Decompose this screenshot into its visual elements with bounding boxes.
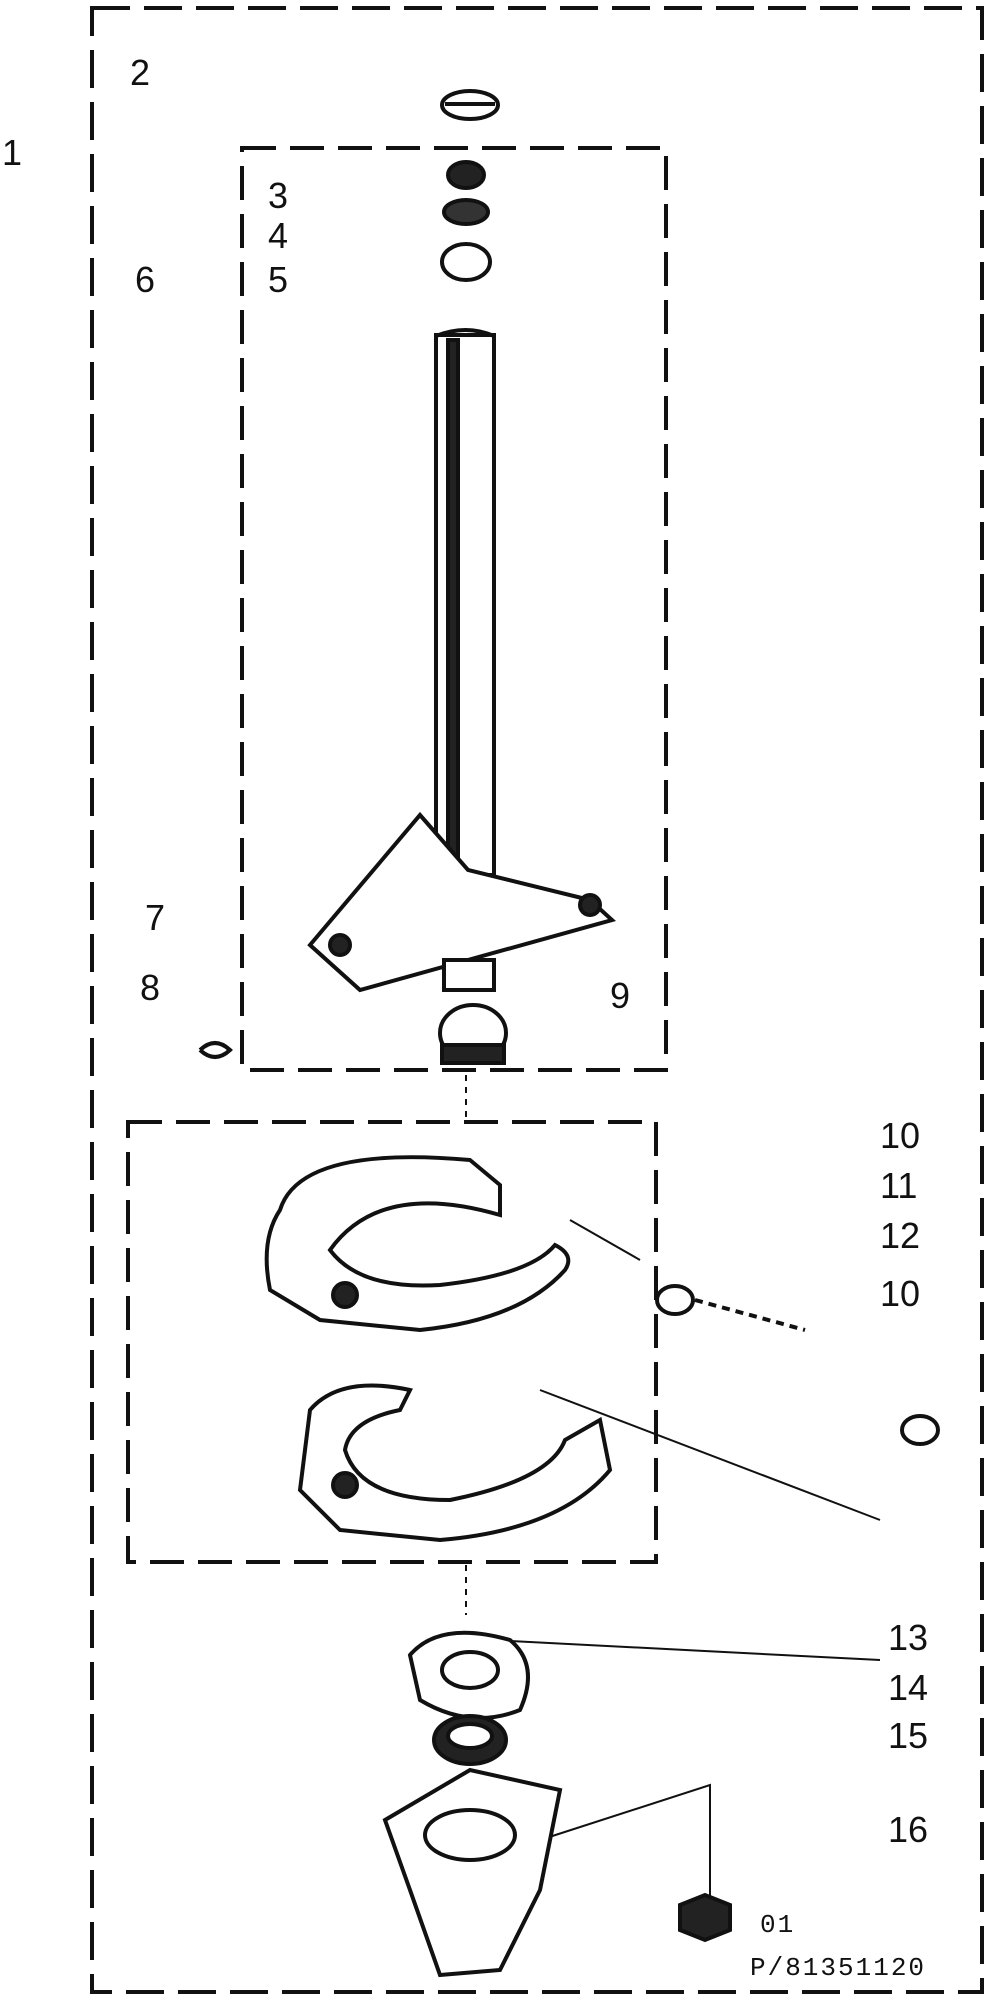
callout-3: 3 <box>268 175 289 216</box>
seal-15 <box>432 1714 508 1766</box>
sheet-code: 01 <box>760 1910 796 1940</box>
outer-assembly-boundary <box>90 6 984 1994</box>
lower-brake-shoe <box>297 1383 613 1543</box>
callout-14: 14 <box>888 1667 929 1708</box>
callout-11: 11 <box>880 1165 918 1206</box>
nut <box>678 1892 732 1943</box>
drive-shaft <box>434 328 496 877</box>
mounting-plate <box>307 811 617 993</box>
bushing-5 <box>440 242 492 282</box>
brake-assembly-boundary <box>126 1120 658 1564</box>
clip-7 <box>198 1041 233 1059</box>
callout-12: 12 <box>880 1215 921 1256</box>
callout-10-bottom: 10 <box>880 1273 921 1314</box>
spring-assembly <box>655 1284 940 1446</box>
flange-13 <box>407 1630 530 1720</box>
housing-16 <box>382 1767 563 1978</box>
callout-13: 13 <box>888 1617 929 1658</box>
callout-4: 4 <box>268 215 289 256</box>
callout-9: 9 <box>610 975 631 1016</box>
washer-3 <box>446 160 486 190</box>
drawing-number: P/81351120 <box>750 1953 927 1983</box>
callout-16: 16 <box>888 1809 929 1850</box>
upper-brake-shoe <box>264 1155 571 1333</box>
bearing-9 <box>438 1003 508 1065</box>
top-cap <box>440 89 500 121</box>
callout-8: 8 <box>140 967 161 1008</box>
callout-5: 5 <box>268 259 289 300</box>
leader-lines <box>465 1075 881 1900</box>
shaft-assembly-boundary <box>240 146 668 1072</box>
callout-1: 1 <box>2 132 23 173</box>
callout-6: 6 <box>135 259 156 300</box>
callout-7: 7 <box>145 897 166 938</box>
callout-2: 2 <box>130 52 151 93</box>
washer-4 <box>442 198 490 226</box>
callout-10-top: 10 <box>880 1115 921 1156</box>
callout-15: 15 <box>888 1715 929 1756</box>
